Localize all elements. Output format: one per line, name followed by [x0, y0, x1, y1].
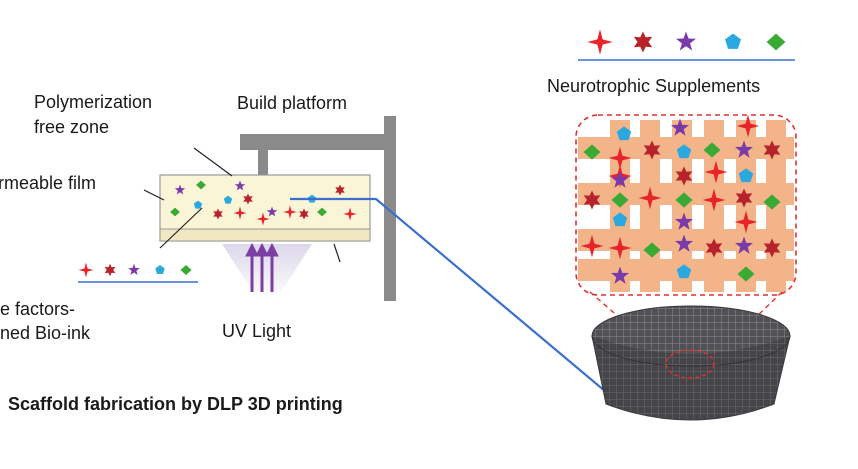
resin-vat — [159, 174, 371, 242]
purple-star-icon — [128, 263, 140, 276]
platform-stem — [258, 150, 268, 184]
green-diamond-icon — [766, 33, 786, 51]
purple-star-icon — [676, 31, 696, 51]
label-polymerization-line1: Polymerization — [34, 92, 153, 112]
label-permeable-film: rmeable film — [0, 173, 97, 193]
bioink-legend — [78, 262, 192, 278]
pointer-vat — [333, 243, 341, 263]
uv-cone — [222, 244, 312, 300]
label-uv-light: UV Light — [222, 321, 292, 341]
neurotrophic-legend — [587, 29, 786, 55]
label-build-platform: Build platform — [237, 93, 348, 113]
platform-pole — [384, 116, 396, 301]
label-neurotrophic: Neurotrophic Supplements — [547, 76, 761, 96]
pointer-bioink — [159, 207, 203, 249]
cyan-pentagon-icon — [725, 33, 741, 49]
uv-arrows — [245, 242, 279, 292]
dome-zoom-region — [665, 349, 715, 379]
scaffold-dome — [591, 305, 791, 421]
pointer-lines — [143, 147, 341, 263]
dark-red-star-icon — [104, 263, 116, 277]
grid-col-bar — [736, 120, 756, 292]
uv-light-source — [222, 242, 312, 300]
zoom-link-line — [290, 197, 619, 403]
pointer-film — [143, 189, 165, 201]
scaffold-grid — [575, 114, 797, 296]
dark-red-star-icon — [633, 31, 653, 53]
label-bioink-line1: e factors- — [0, 299, 76, 319]
label-bioink-line2: ned Bio-ink — [0, 323, 91, 343]
green-diamond-icon — [180, 265, 192, 275]
pointer-polymerization — [193, 147, 233, 177]
red-cross-icon — [587, 29, 613, 55]
dome-top — [591, 305, 791, 367]
red-cross-icon — [78, 262, 94, 278]
platform-arm — [240, 134, 396, 150]
label-polymerization-line2: free zone — [34, 117, 110, 137]
cyan-pentagon-icon — [155, 265, 165, 275]
caption: Scaffold fabrication by DLP 3D printing — [8, 394, 343, 414]
permeable-film-layer — [159, 228, 371, 242]
grid-dashed-outline — [575, 114, 797, 296]
